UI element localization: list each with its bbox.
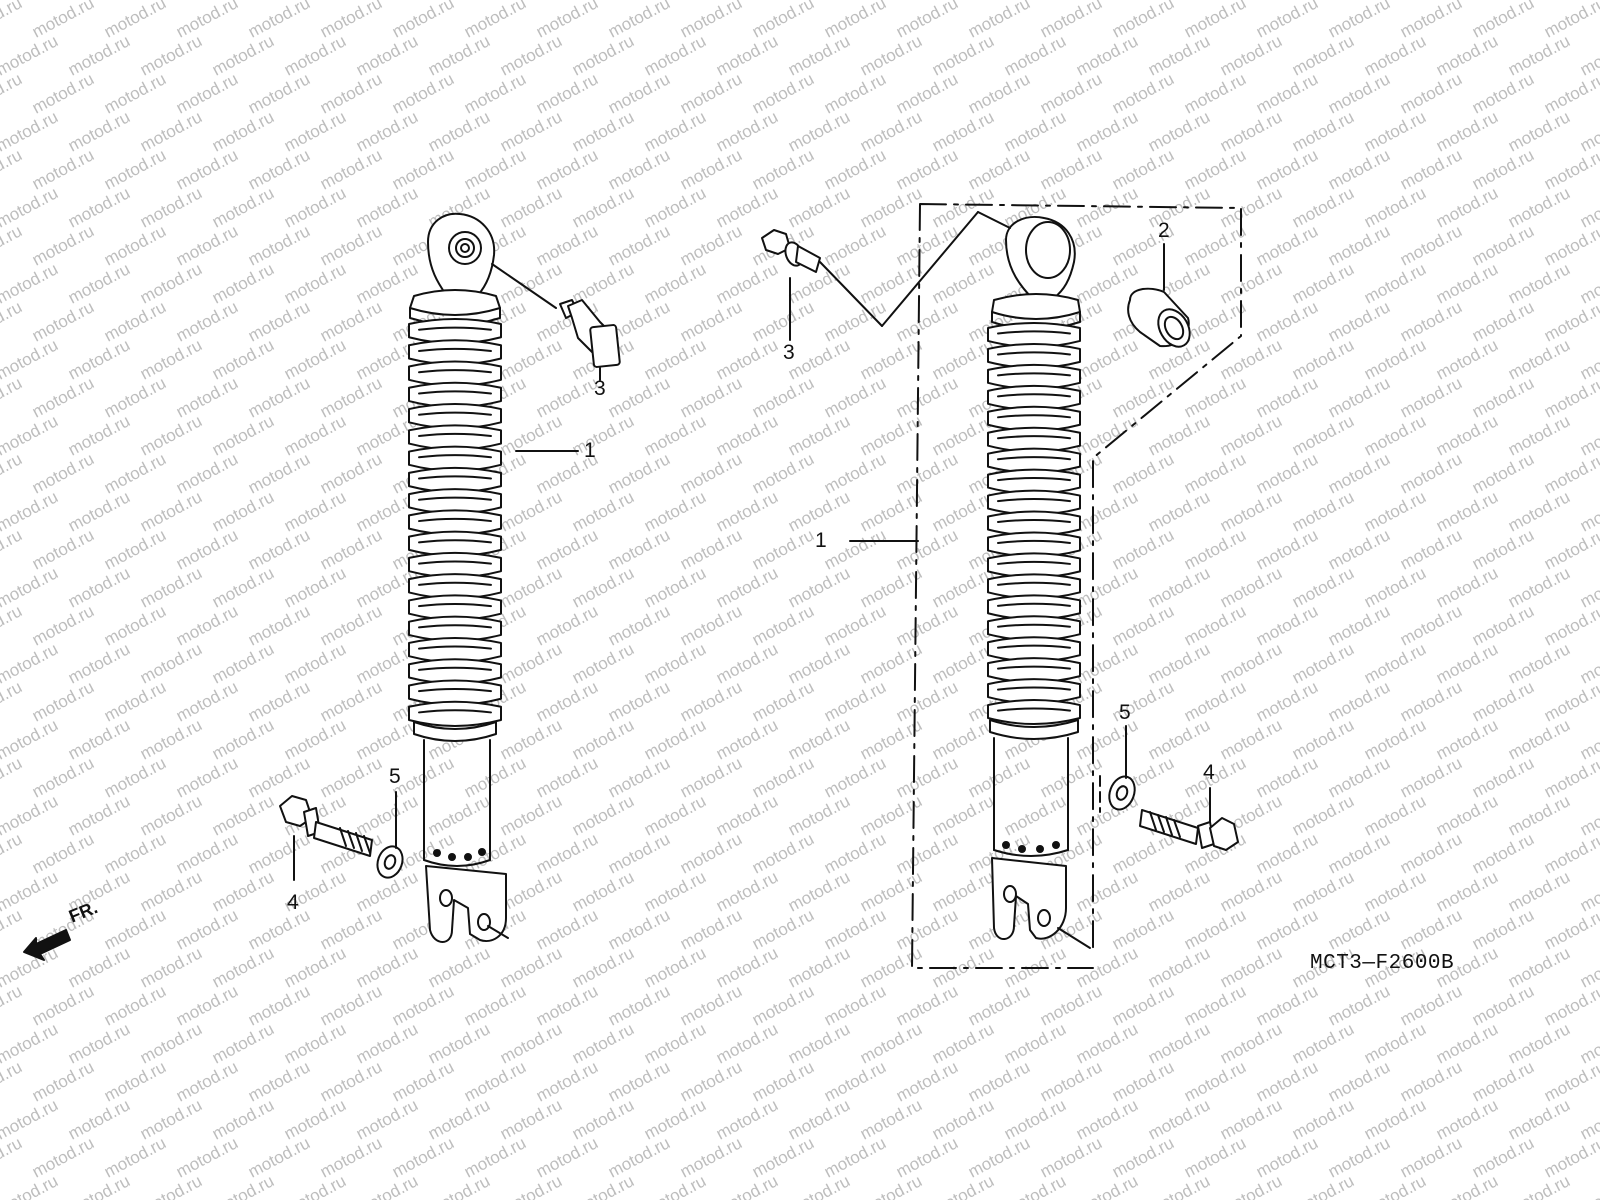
- left-callout-4: 4: [287, 891, 299, 914]
- right-callout-2: 2: [1158, 219, 1170, 242]
- left-shock-absorber: [408, 212, 509, 943]
- diagram-code: MCT3—F2600B: [1310, 952, 1455, 975]
- front-arrow-icon: [23, 929, 71, 961]
- right-callout-4: 4: [1203, 761, 1215, 784]
- right-callout-3: 3: [783, 341, 795, 364]
- right-bushing: [1127, 243, 1191, 348]
- left-top-bolt: [491, 263, 621, 377]
- right-callout-5: 5: [1119, 701, 1131, 724]
- right-shock-spring: [987, 322, 1081, 725]
- left-washer: [376, 791, 404, 879]
- watermark-text: motod.ru: [1577, 0, 1600, 4]
- right-bottom-bolt: [1139, 787, 1239, 851]
- right-top-bolt: [761, 211, 1011, 341]
- left-bottom-bolt: [279, 795, 373, 881]
- spring-coil: [987, 699, 1081, 725]
- left-shock-spring: [408, 318, 502, 727]
- right-shock-absorber: [987, 216, 1091, 949]
- right-washer: [1099, 725, 1136, 813]
- left-callout-3: 3: [594, 377, 606, 400]
- left-callout-1: 1: [584, 439, 596, 462]
- left-callout-5: 5: [389, 765, 401, 788]
- spring-coil: [408, 700, 502, 727]
- right-callout-1: 1: [815, 529, 827, 552]
